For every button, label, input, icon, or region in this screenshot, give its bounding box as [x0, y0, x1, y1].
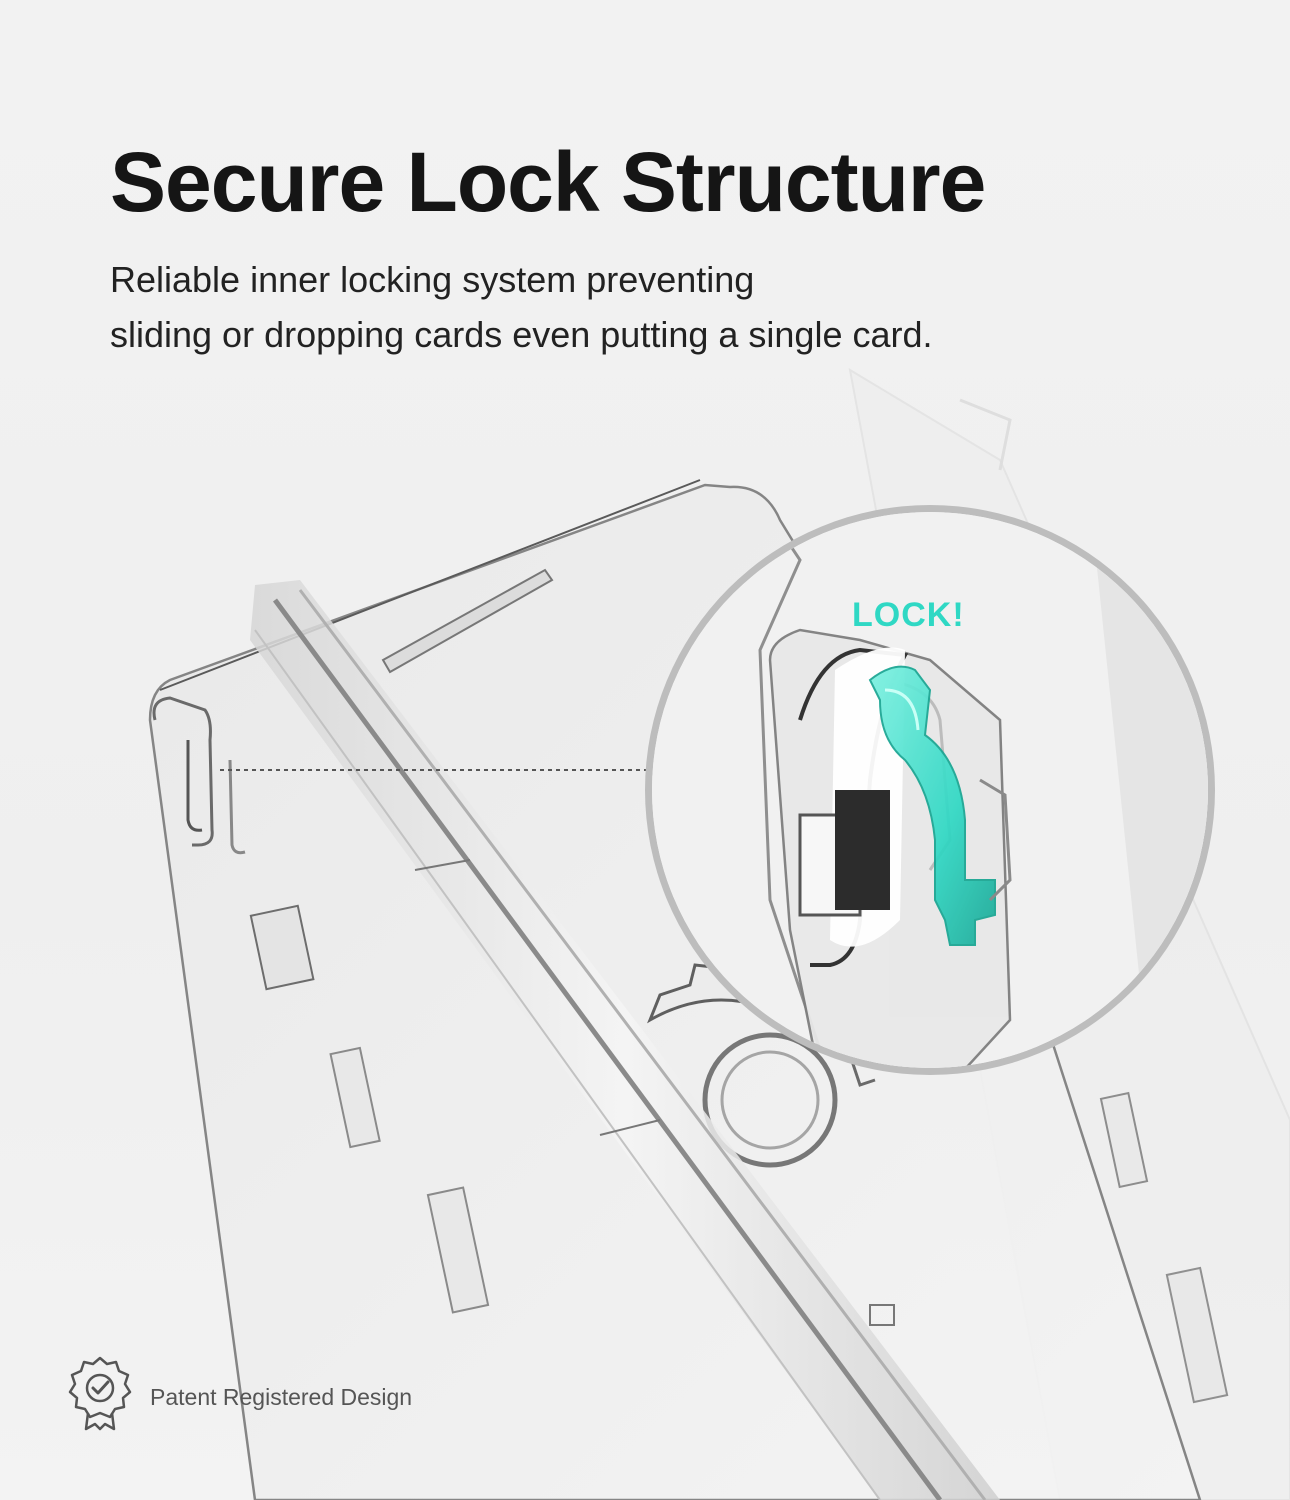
page-title: Secure Lock Structure: [110, 135, 986, 229]
subtitle-line-2: sliding or dropping cards even putting a…: [110, 314, 933, 355]
lock-callout-label: LOCK!: [852, 596, 965, 634]
patent-badge-text: Patent Registered Design: [150, 1384, 413, 1410]
product-illustration: [148, 368, 1290, 1500]
certified-check-icon: [68, 1356, 132, 1431]
subtitle-line-1: Reliable inner locking system preventing: [110, 259, 755, 300]
side-rail: [250, 580, 1000, 1500]
